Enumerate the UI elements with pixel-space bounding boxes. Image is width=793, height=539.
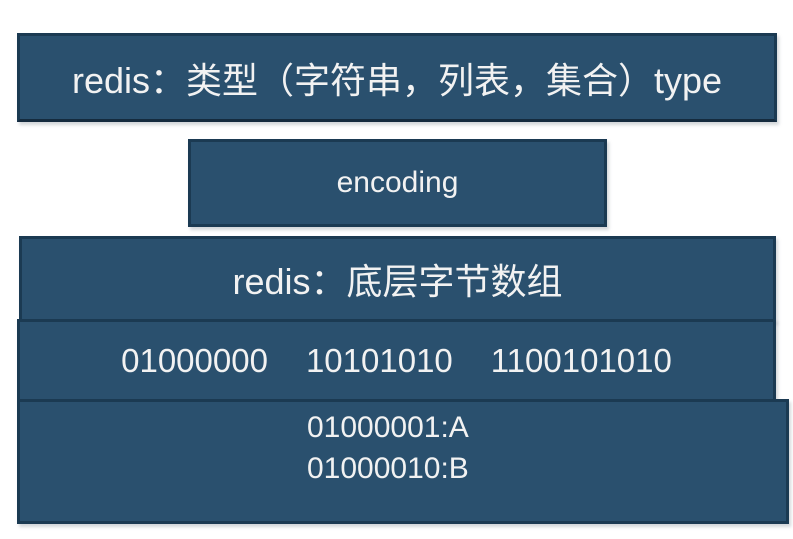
binary-row-box: 01000000 10101010 1100101010 [17,319,776,402]
binary-group-1: 01000000 [121,341,268,379]
encoded-char-line-a: 01000001:A [307,411,469,444]
redis-type-label: redis：类型（字符串，列表，集合）type [71,59,723,101]
encoding-label: encoding [336,166,459,199]
binary-group-3: 1100101010 [490,341,672,379]
redis-type-box: redis：类型（字符串，列表，集合）type [17,33,777,122]
byte-array-header-box: redis：底层字节数组 [19,236,776,322]
binary-group-2: 10101010 [305,341,453,379]
encoded-chars-box: 01000001:A 01000010:B [17,399,789,524]
byte-array-header-label: redis：底层字节数组 [232,261,563,302]
encoded-char-line-b: 01000010:B [307,452,469,485]
encoding-box: encoding [188,139,607,227]
